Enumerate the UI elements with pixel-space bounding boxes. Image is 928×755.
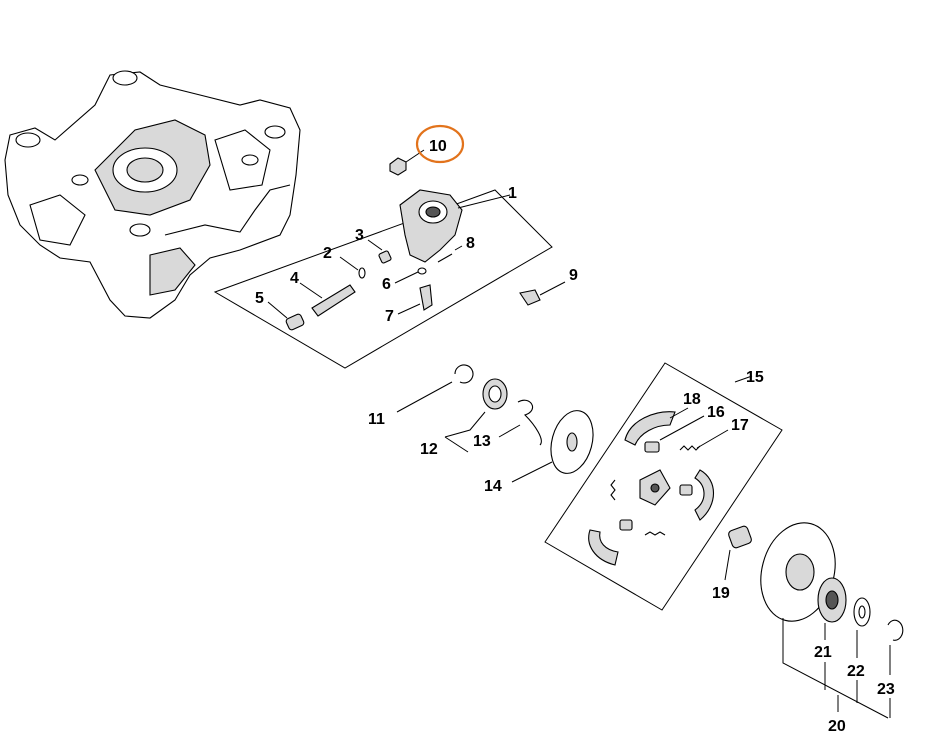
part-8-pin [437, 253, 453, 263]
part-14-disc [511, 410, 594, 483]
highlight-ring [415, 124, 465, 164]
oil-pump-frame [213, 189, 553, 369]
crankcase-housing [4, 70, 301, 319]
part-11-circlip [454, 364, 474, 384]
clutch-frame [544, 362, 783, 611]
callout-12: 12 [420, 441, 438, 458]
part-16-spring-shoe [644, 441, 660, 453]
callout-22: 22 [847, 663, 865, 680]
part-19-bearing [728, 525, 752, 549]
part-3-spring [378, 250, 392, 264]
callout-10: 10 [429, 138, 447, 155]
callout-14: 14 [484, 478, 502, 495]
callout-4: 4 [290, 270, 299, 287]
part-18-shoe [624, 411, 676, 446]
clutch-shoe-right [694, 469, 714, 521]
part-4-pin [311, 284, 356, 317]
pump-small-parts [267, 239, 566, 331]
drum-assembly [724, 522, 904, 719]
callout-11: 11 [368, 411, 385, 428]
callout-2: 2 [323, 245, 332, 262]
callout-5: 5 [255, 290, 264, 307]
callout-7: 7 [385, 308, 394, 325]
callout-16: 16 [707, 404, 725, 421]
callout-13: 13 [473, 433, 491, 450]
part-5-sleeve [285, 313, 305, 331]
part-9-screw [519, 289, 541, 306]
clutch-parts [588, 407, 729, 566]
callout-23: 23 [877, 681, 895, 698]
callout-3: 3 [355, 227, 364, 244]
callout-21: 21 [814, 644, 832, 661]
part-23-clip [887, 619, 904, 641]
part-17-spring [679, 445, 701, 451]
callout-labels: 1 2 3 4 5 6 7 8 9 10 11 12 13 14 15 16 1… [255, 138, 895, 735]
part-1-oil-pump [399, 189, 511, 263]
clutch-shoe-bottom [588, 529, 619, 566]
callout-20: 20 [828, 718, 846, 735]
callout-6: 6 [382, 276, 391, 293]
callout-17: 17 [731, 417, 749, 434]
callout-9: 9 [569, 267, 578, 284]
callout-19: 19 [712, 585, 730, 602]
part-13-spring [517, 399, 542, 446]
part-10-nut [389, 149, 425, 176]
part-6-washer [417, 267, 427, 275]
part-2-o-ring [358, 267, 366, 279]
part-7-valve [419, 284, 433, 311]
callout-8: 8 [466, 235, 475, 252]
callout-1: 1 [508, 185, 517, 202]
pump-drive-parts [396, 364, 542, 453]
callout-15: 15 [746, 369, 764, 386]
callout-18: 18 [683, 391, 701, 408]
